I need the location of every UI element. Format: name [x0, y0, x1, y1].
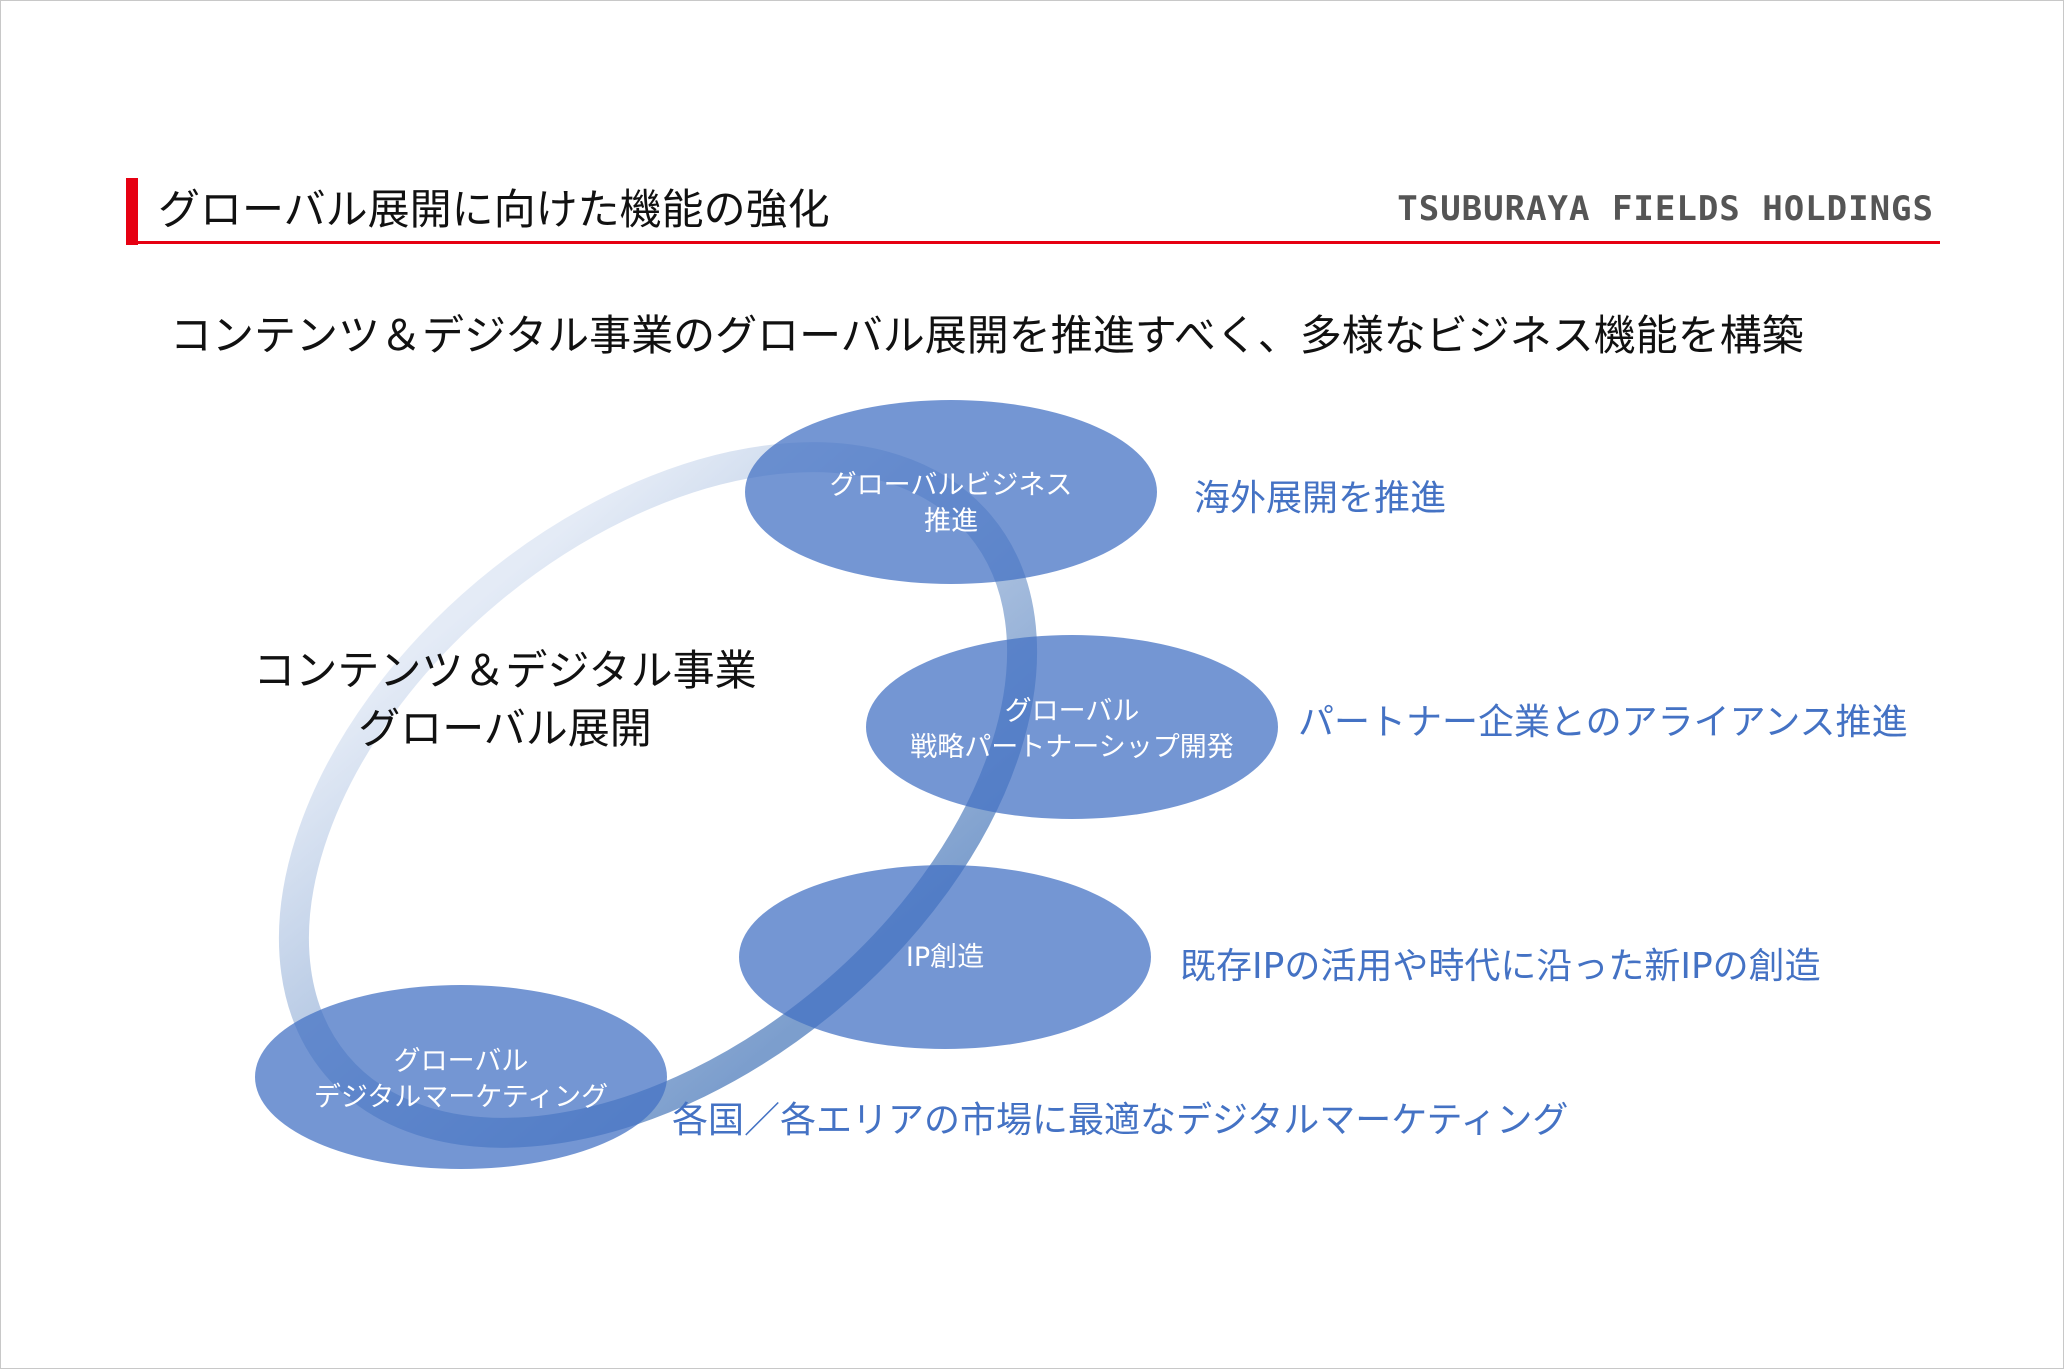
node-label-line1: IP創造: [905, 942, 985, 973]
node-ellipse-ip-creation: [739, 865, 1151, 1049]
node-label-line2: 推進: [923, 506, 978, 537]
description-global-business: 海外展開を推進: [1194, 478, 1447, 519]
node-label-global-business: グローバルビジネス 推進: [830, 468, 1073, 540]
subtitle: コンテンツ＆デジタル事業のグローバル展開を推進すべく、多様なビジネス機能を構築: [170, 311, 1804, 360]
node-label-strategic-partnership: グローバル 戦略パートナーシップ開発: [910, 694, 1233, 766]
node-label-digital-marketing: グローバル デジタルマーケティング: [314, 1044, 608, 1116]
description-digital-marketing: 各国／各エリアの市場に最適なデジタルマーケティング: [672, 1100, 1569, 1141]
center-label-line2: グローバル展開: [358, 704, 652, 753]
node-label-line1: グローバル: [393, 1046, 529, 1077]
node-ellipse-global-business: [745, 400, 1157, 584]
node-label-line1: グローバルビジネス: [829, 470, 1073, 501]
brand-logo: TSUBURAYA FIELDS HOLDINGS: [1397, 189, 1934, 229]
node-ellipse-strategic-partnership: [866, 635, 1278, 819]
node-label-line2: 戦略パートナーシップ開発: [910, 732, 1234, 763]
description-ip-creation: 既存IPの活用や時代に沿った新IPの創造: [1180, 946, 1821, 987]
node-label-line1: グローバル: [1004, 696, 1140, 727]
node-label-ip-creation: IP創造: [906, 940, 984, 976]
center-label-line1: コンテンツ＆デジタル事業: [253, 646, 757, 695]
title-accent-bar: [126, 178, 138, 245]
node-ellipse-digital-marketing: [255, 985, 667, 1169]
description-strategic-partnership: パートナー企業とのアライアンス推進: [1298, 702, 1908, 743]
center-label: コンテンツ＆デジタル事業 グローバル展開: [253, 642, 756, 758]
node-label-line2: デジタルマーケティング: [313, 1082, 609, 1113]
title-underline: [126, 241, 1940, 244]
page-title: グローバル展開に向けた機能の強化: [158, 185, 830, 234]
